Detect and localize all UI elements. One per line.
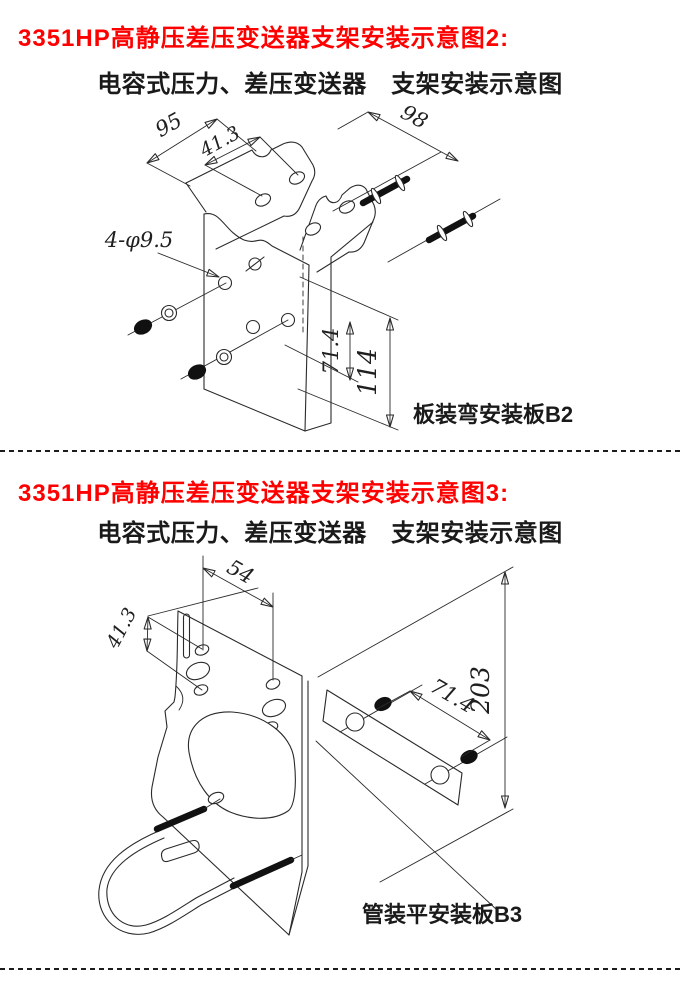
dim-54-text: 54	[223, 555, 258, 589]
b2-bolts-left	[127, 282, 289, 380]
section2-heading: 3351HP高静压差压变送器支架安装示意图3:	[18, 480, 510, 507]
section1-caption: 板装弯安装板B2	[413, 402, 574, 427]
b3-dim-41-3: 41.3	[102, 587, 259, 691]
b2-front-plate	[203, 213, 374, 432]
b3-plate	[150, 610, 309, 936]
b3-mounting-bar	[315, 684, 508, 911]
b2-bolts-right	[332, 151, 501, 263]
b2-dim-98: 98	[337, 100, 458, 161]
b2-dim-114: 114	[284, 276, 399, 431]
b2-dim-71-4: 71.4	[319, 322, 350, 380]
b2-top-plate-left-tab	[185, 141, 316, 250]
dim-98-text: 98	[397, 100, 432, 134]
b2-dim-41-3: 41.3	[195, 122, 299, 197]
dim-114-text: 114	[353, 348, 382, 396]
dim-71-4-text: 71.4	[319, 328, 343, 375]
diagram-b2: 95 41.3 98 4-φ9.5	[104, 100, 501, 432]
b2-hole-callout: 4-φ9.5	[104, 228, 219, 277]
diagram-b3: 54 41.3 203 71.4	[98, 555, 514, 936]
hole-callout-text: 4-φ9.5	[104, 228, 174, 252]
center-mark-icon	[245, 256, 265, 272]
section2-caption: 管装平安装板B3	[362, 902, 523, 927]
b3-dim-54: 54	[203, 555, 273, 681]
dim-41-3-text: 41.3	[102, 604, 142, 653]
dim-95-text: 95	[151, 108, 186, 142]
separator-dashed-line	[0, 450, 680, 452]
b3-u-bolt	[98, 798, 303, 935]
b2-top-plate-right-tab	[299, 184, 376, 273]
section2-subtitle: 电容式压力、差压变送器 支架安装示意图	[97, 520, 563, 547]
section1-heading: 3351HP高静压差压变送器支架安装示意图2:	[18, 25, 510, 52]
bottom-dashed-line	[0, 968, 680, 970]
section1-subtitle: 电容式压力、差压变送器 支架安装示意图	[97, 71, 563, 98]
